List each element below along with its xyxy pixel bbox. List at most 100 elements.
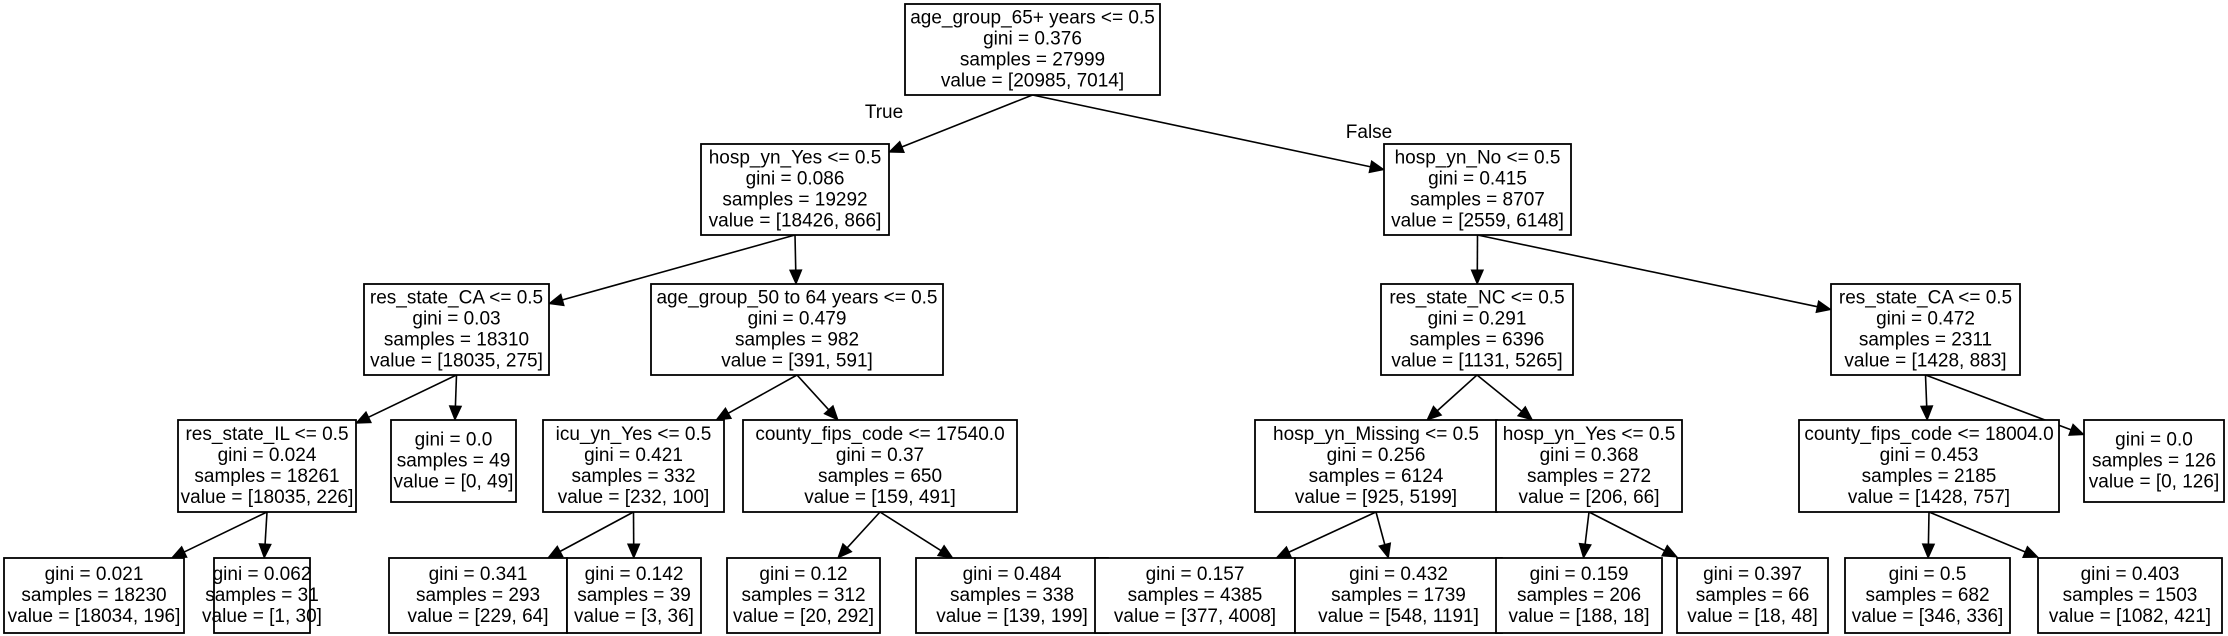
node-text-line: gini = 0.432 <box>1349 564 1448 585</box>
node-text-line: gini = 0.024 <box>218 445 317 466</box>
node-text-line: samples = 49 <box>397 451 511 472</box>
node-box <box>1830 283 2021 376</box>
node-text-line: samples = 1503 <box>2063 585 2198 606</box>
edge-line <box>1928 511 2026 553</box>
node-text-line: value = [18035, 226] <box>181 487 354 508</box>
node-box <box>2083 419 2225 503</box>
node-text-line: samples = 6124 <box>1309 466 1444 487</box>
edge-line <box>183 511 268 553</box>
node-text-line: gini = 0.062 <box>213 564 312 585</box>
node-text-line: value = [18034, 196] <box>8 606 181 627</box>
edge-line <box>901 94 1033 148</box>
node-text-line: samples = 66 <box>1696 585 1810 606</box>
edge-label: False <box>1346 122 1392 143</box>
node-text-line: samples = 2185 <box>1862 466 1997 487</box>
node-text-line: gini = 0.479 <box>748 309 847 330</box>
node-text-line: samples = 272 <box>1527 466 1651 487</box>
arrow-head <box>1921 543 1936 560</box>
arrow-head <box>715 407 733 421</box>
node-text-line: gini = 0.291 <box>1428 309 1527 330</box>
node-text-line: value = [925, 5199] <box>1295 487 1457 508</box>
edge-line <box>454 374 458 407</box>
node-text-line: samples = 293 <box>416 585 540 606</box>
node-text-line: gini = 0.368 <box>1540 445 1639 466</box>
node-text-line: samples = 650 <box>818 466 942 487</box>
node-text-line: value = [1131, 5265] <box>1391 351 1562 372</box>
node-text-line: samples = 8707 <box>1410 190 1545 211</box>
node-box <box>3 557 185 634</box>
node-box <box>1254 419 1498 513</box>
arrow-head <box>823 404 839 421</box>
node-box <box>390 419 517 503</box>
arrow-head <box>1919 405 1934 422</box>
node-box <box>1383 143 1572 236</box>
node-text-line: value = [229, 64] <box>407 606 548 627</box>
edge-line <box>264 511 268 545</box>
node-text-line: gini = 0.341 <box>429 564 528 585</box>
edge-line <box>559 511 634 553</box>
node-text-line: value = [232, 100] <box>558 487 710 508</box>
edge-line <box>1375 511 1386 545</box>
node-text-line: age_group_50 to 64 years <= 0.5 <box>656 288 937 309</box>
node-text-line: value = [2559, 6148] <box>1391 211 1564 232</box>
node-text-line: hosp_yn_Yes <= 0.5 <box>709 148 882 169</box>
node-text-line: gini = 0.159 <box>1530 564 1629 585</box>
node-text-line: value = [159, 491] <box>804 487 956 508</box>
node-text-line: value = [18035, 275] <box>370 351 543 372</box>
node-text-line: county_fips_code <= 18004.0 <box>1804 424 2053 445</box>
node-text-line: res_state_CA <= 0.5 <box>370 288 543 309</box>
node-text-line: samples = 6396 <box>1410 330 1545 351</box>
node-box <box>213 557 311 634</box>
node-box <box>1294 557 1503 634</box>
arrow-head <box>448 405 463 422</box>
edge-line <box>1032 94 1371 168</box>
node-text-line: age_group_65+ years <= 0.5 <box>910 8 1155 29</box>
arrow-head <box>2022 545 2040 558</box>
arrow-head <box>1426 405 1443 421</box>
edge-line <box>1476 374 1523 412</box>
arrow-head <box>936 544 954 559</box>
node-text-line: gini = 0.37 <box>836 445 924 466</box>
node-text-line: samples = 31 <box>205 585 319 606</box>
arrow-head <box>1378 542 1392 560</box>
arrow-head <box>2068 423 2086 436</box>
node-box <box>566 557 702 634</box>
arrow-head <box>1516 405 1534 421</box>
node-text-line: samples = 682 <box>1865 585 1989 606</box>
node-text-line: samples = 1739 <box>1331 585 1466 606</box>
arrow-head <box>258 543 272 560</box>
node-text-line: samples = 126 <box>2092 451 2216 472</box>
node-text-line: value = [0, 126] <box>2089 472 2219 493</box>
arrow-head <box>1661 544 1679 558</box>
node-text-line: samples = 338 <box>950 585 1074 606</box>
node-text-line: gini = 0.376 <box>983 29 1082 50</box>
node-text-line: value = [3, 36] <box>574 606 694 627</box>
node-text-line: gini = 0.397 <box>1703 564 1802 585</box>
node-box <box>650 283 944 376</box>
arrow-head <box>547 293 565 307</box>
node-text-line: res_state_IL <= 0.5 <box>185 424 348 445</box>
node-text-line: gini = 0.484 <box>963 564 1062 585</box>
node-text-line: samples = 2311 <box>1859 330 1992 351</box>
node-text-line: res_state_CA <= 0.5 <box>1839 288 2012 309</box>
edge-line <box>1436 374 1478 412</box>
node-text-line: gini = 0.12 <box>759 564 847 585</box>
node-text-line: gini = 0.142 <box>585 564 684 585</box>
node-text-line: gini = 0.5 <box>1889 564 1967 585</box>
node-box <box>742 419 1018 513</box>
node-text-line: gini = 0.256 <box>1327 445 1426 466</box>
